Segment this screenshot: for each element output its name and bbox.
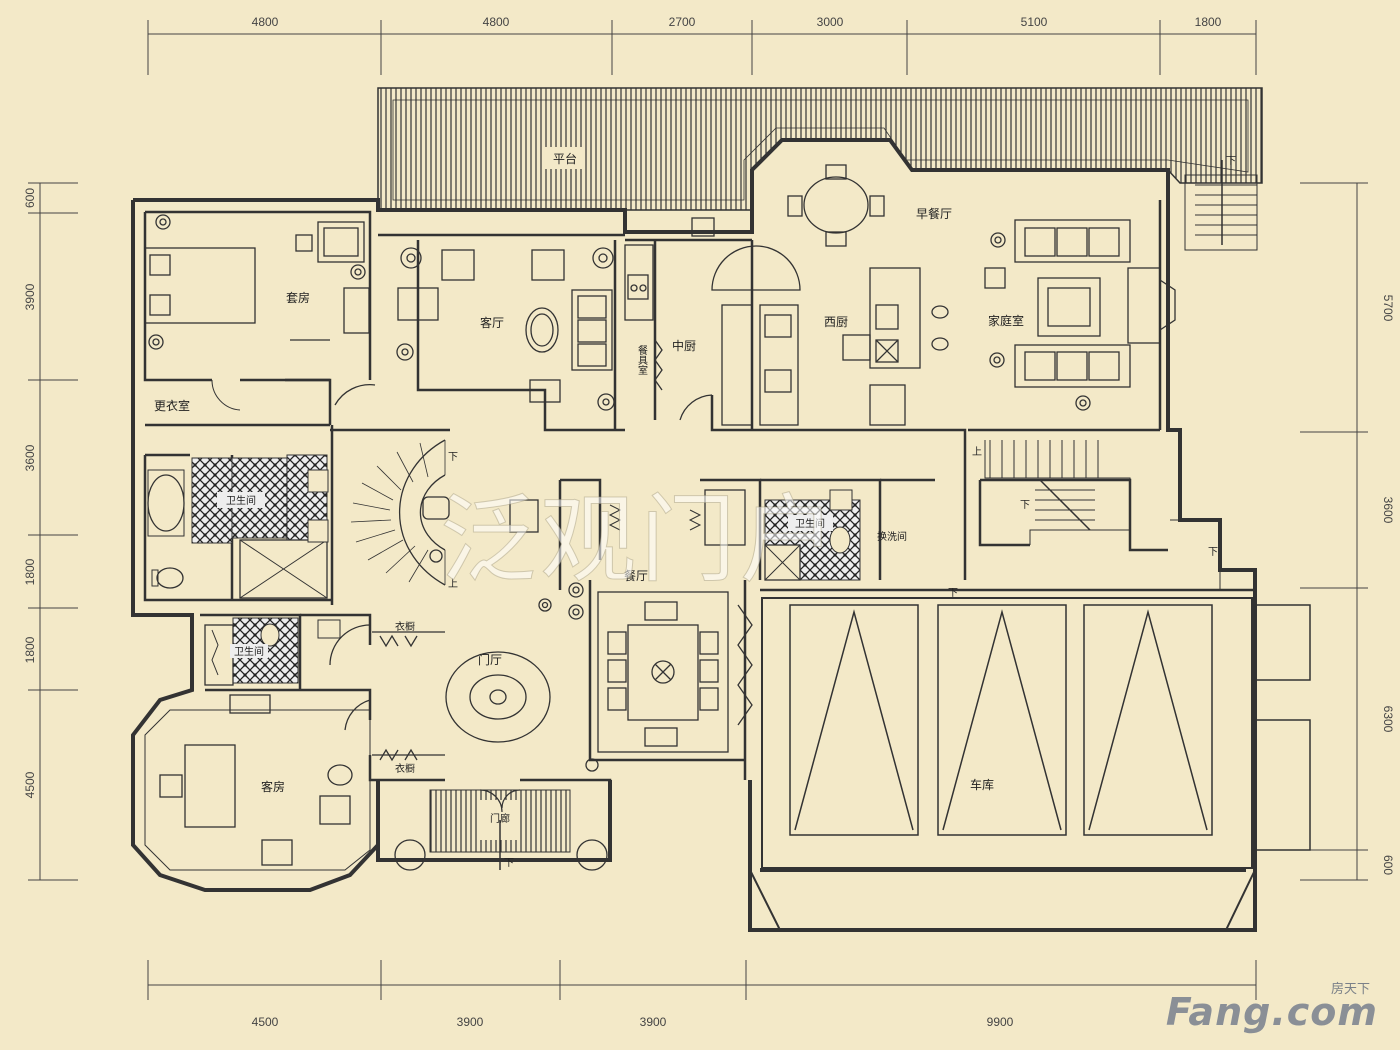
room-label-breakfast: 早餐厅: [916, 206, 952, 221]
stair-mark-down-east-3: 下: [1208, 547, 1218, 558]
dimension-labels: 4800 4800 2700 3000 5100 1800 4500 3900 …: [23, 15, 1395, 1029]
dim-left-1: 600: [23, 188, 37, 208]
room-label-closet-b: 衣橱: [395, 762, 415, 775]
room-label-dining: 餐厅: [624, 568, 648, 583]
dim-bottom-1: 4500: [252, 1015, 279, 1029]
dim-bottom-2: 3900: [457, 1015, 484, 1029]
room-label-guest: 客房: [261, 779, 285, 794]
dim-left-2: 3900: [23, 283, 37, 310]
dim-left-6: 4500: [23, 771, 37, 798]
logo-subtitle: 房天下: [1330, 982, 1370, 997]
foyer: [329, 624, 551, 762]
dim-top-2: 4800: [483, 15, 510, 29]
room-label-foyer: 门厅: [478, 652, 502, 667]
room-label-suite: 套房: [286, 290, 310, 305]
stair-mark-down-spiral: 下: [448, 452, 458, 463]
dimension-lines: [28, 20, 1368, 1000]
stair-mark-down-east-1: 下: [1226, 156, 1236, 167]
door-dressing: [211, 379, 241, 411]
dim-right-4: 600: [1381, 855, 1395, 875]
room-label-laundry: 换洗间: [877, 530, 907, 543]
kitchen-chinese: [624, 217, 801, 426]
room-label-bath-center: 卫生间: [795, 517, 825, 530]
stair-mark-up-spiral: 上: [448, 578, 458, 590]
center-bath: [509, 489, 861, 581]
terrace: 平台: [377, 87, 1263, 211]
room-label-pantry: 餐具室: [636, 344, 648, 375]
stair-mark-up-east: 上: [972, 446, 982, 458]
guest-room: [144, 694, 371, 871]
dim-top-1: 4800: [252, 15, 279, 29]
spiral-stair: [350, 439, 450, 586]
room-label-living: 客厅: [480, 315, 504, 330]
room-label-chinese-kitchen: 中厨: [672, 338, 696, 353]
room-label-bath-guest: 卫生间: [234, 645, 264, 658]
dining-room: [538, 582, 753, 772]
dim-right-3: 6300: [1381, 706, 1395, 733]
room-label-western-kitchen: 西厨: [824, 315, 848, 329]
dim-left-4: 1800: [23, 558, 37, 585]
entrance-porch: [394, 789, 608, 871]
dim-right-2: 3600: [1381, 497, 1395, 524]
guest-bath: [204, 617, 341, 686]
room-label-garage: 车库: [970, 777, 994, 792]
stair-mark-down-entrance: 下: [504, 858, 514, 869]
breakfast-area: [787, 164, 949, 426]
stair-mark-down-garage: 下: [948, 588, 958, 599]
room-label-family: 家庭室: [988, 313, 1024, 328]
dim-left-3: 3600: [23, 444, 37, 471]
dim-bottom-3: 3900: [640, 1015, 667, 1029]
stair-mark-down-east-2: 下: [1020, 500, 1030, 511]
room-label-dressing: 更衣室: [154, 398, 190, 413]
dim-top-6: 1800: [1195, 15, 1222, 29]
master-bath: [147, 454, 329, 599]
garage: [749, 597, 1311, 931]
logo-brand: Fang.com: [1165, 990, 1378, 1034]
living-room: [334, 247, 615, 411]
dim-top-4: 3000: [817, 15, 844, 29]
dim-bottom-4: 9900: [987, 1015, 1014, 1029]
room-label-bath-master: 卫生间: [226, 494, 256, 507]
dim-top-3: 2700: [669, 15, 696, 29]
dim-top-5: 5100: [1021, 15, 1048, 29]
room-label-entrance: 门廊: [490, 812, 510, 825]
dim-right-1: 5700: [1381, 295, 1395, 322]
master-suite: [144, 214, 370, 382]
room-label-closet-a: 衣橱: [395, 620, 415, 633]
east-stairs: [984, 160, 1258, 590]
dim-left-5: 1800: [23, 636, 37, 663]
fang-logo[interactable]: 房天下 Fang.com: [1165, 982, 1378, 1034]
family-room: [984, 219, 1176, 411]
room-label-terrace: 平台: [553, 151, 577, 166]
